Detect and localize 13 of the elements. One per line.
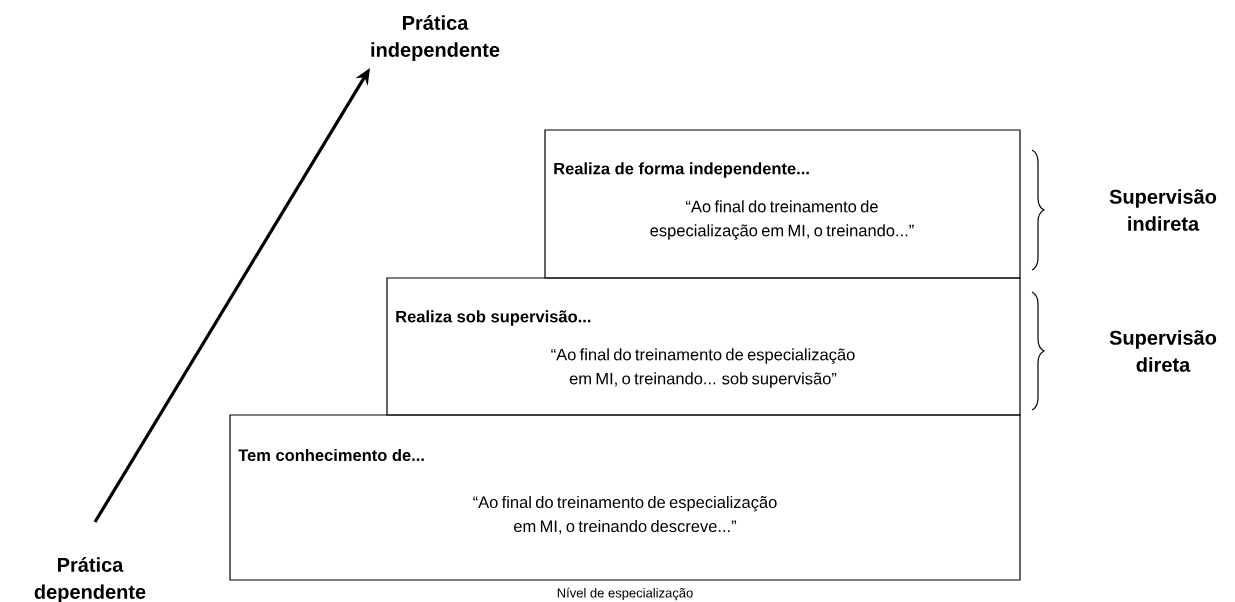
box-heading: Realiza sob supervisão... <box>396 310 591 326</box>
box-heading: Realiza de forma independente... <box>554 162 809 178</box>
quote-text: “Ao final do treinamento de especialização em MI, o treinando descreve...” <box>473 495 777 535</box>
level-box <box>229 414 1021 581</box>
level-box <box>386 277 1021 416</box>
box-heading: Tem conhecimento de... <box>238 448 424 462</box>
quote-text: “Ao final do treinamento de especialização em MI, o treinando... sob supervisão” <box>551 348 855 388</box>
quote-text: “Ao final do treinamento de especialização em MI, o treinando...” <box>650 200 914 240</box>
axis-label: Prática independente <box>371 15 500 61</box>
brace-label: Supervisão indireta <box>1109 189 1217 231</box>
axis-label: Prática dependente <box>34 557 146 602</box>
brace-label: Supervisão direta <box>1109 330 1217 372</box>
level-box <box>544 129 1021 279</box>
